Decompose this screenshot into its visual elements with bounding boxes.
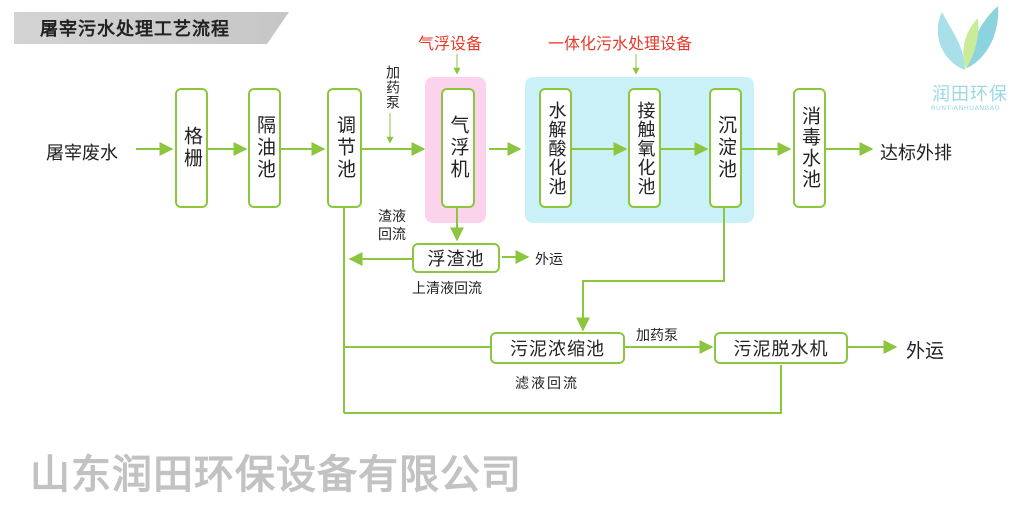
sedimentation-tank: 沉淀池 bbox=[709, 88, 742, 208]
sedimentation-label: 沉淀池 bbox=[715, 115, 737, 181]
grille-label: 格栅 bbox=[181, 126, 203, 170]
hydrolysis-tank: 水解酸化池 bbox=[539, 88, 572, 208]
brand-name-en: RUNTIANHUANBAO bbox=[931, 104, 1001, 112]
filtrate-return-label: 滤液回流 bbox=[515, 376, 579, 392]
disinfection-label: 消毒水池 bbox=[799, 106, 821, 190]
contact-oxidation-tank: 接触氧化池 bbox=[628, 88, 661, 208]
dewatering-label: 污泥脱水机 bbox=[733, 339, 829, 360]
haul-away-label: 外运 bbox=[535, 252, 563, 268]
hydrolysis-label: 水解酸化池 bbox=[545, 100, 567, 196]
regulation-tank: 调节池 bbox=[327, 88, 362, 208]
oil-separation-label: 隔油池 bbox=[254, 115, 276, 181]
supernatant-return-label: 上清液回流 bbox=[412, 281, 482, 297]
leaf-logo-icon bbox=[937, 6, 999, 70]
title-banner bbox=[14, 12, 289, 44]
scum-return-label: 渣液回流 bbox=[378, 209, 406, 243]
source-label: 屠宰废水 bbox=[46, 143, 118, 164]
flotation-equipment-label: 气浮设备 bbox=[418, 34, 483, 53]
integrated-equipment-label: 一体化污水处理设备 bbox=[548, 34, 693, 53]
regulation-label: 调节池 bbox=[334, 115, 356, 181]
outlet-label: 达标外排 bbox=[880, 143, 952, 164]
dosing-pump-label: 加药泵 bbox=[384, 65, 400, 110]
scum-tank-label: 浮渣池 bbox=[427, 249, 485, 270]
dosing-pump-2-label: 加药泵 bbox=[636, 328, 678, 344]
sludge-thickener: 污泥浓缩池 bbox=[490, 332, 625, 364]
brand-name: 润田环保 bbox=[932, 84, 1008, 105]
oil-separation-tank: 隔油池 bbox=[248, 88, 281, 208]
disinfection-tank: 消毒水池 bbox=[793, 88, 826, 208]
haul-away-final-label: 外运 bbox=[906, 340, 945, 362]
page-title: 屠宰污水处理工艺流程 bbox=[40, 19, 230, 40]
scum-tank: 浮渣池 bbox=[412, 243, 500, 273]
contact-oxidation-label: 接触氧化池 bbox=[634, 100, 656, 196]
flotation-machine: 气浮机 bbox=[441, 88, 475, 208]
flotation-label: 气浮机 bbox=[447, 115, 470, 181]
sludge-dewatering-machine: 污泥脱水机 bbox=[714, 332, 848, 364]
company-name: 山东润田环保设备有限公司 bbox=[30, 452, 522, 498]
grille-unit: 格栅 bbox=[175, 88, 208, 208]
thickener-label: 污泥浓缩池 bbox=[510, 339, 605, 360]
